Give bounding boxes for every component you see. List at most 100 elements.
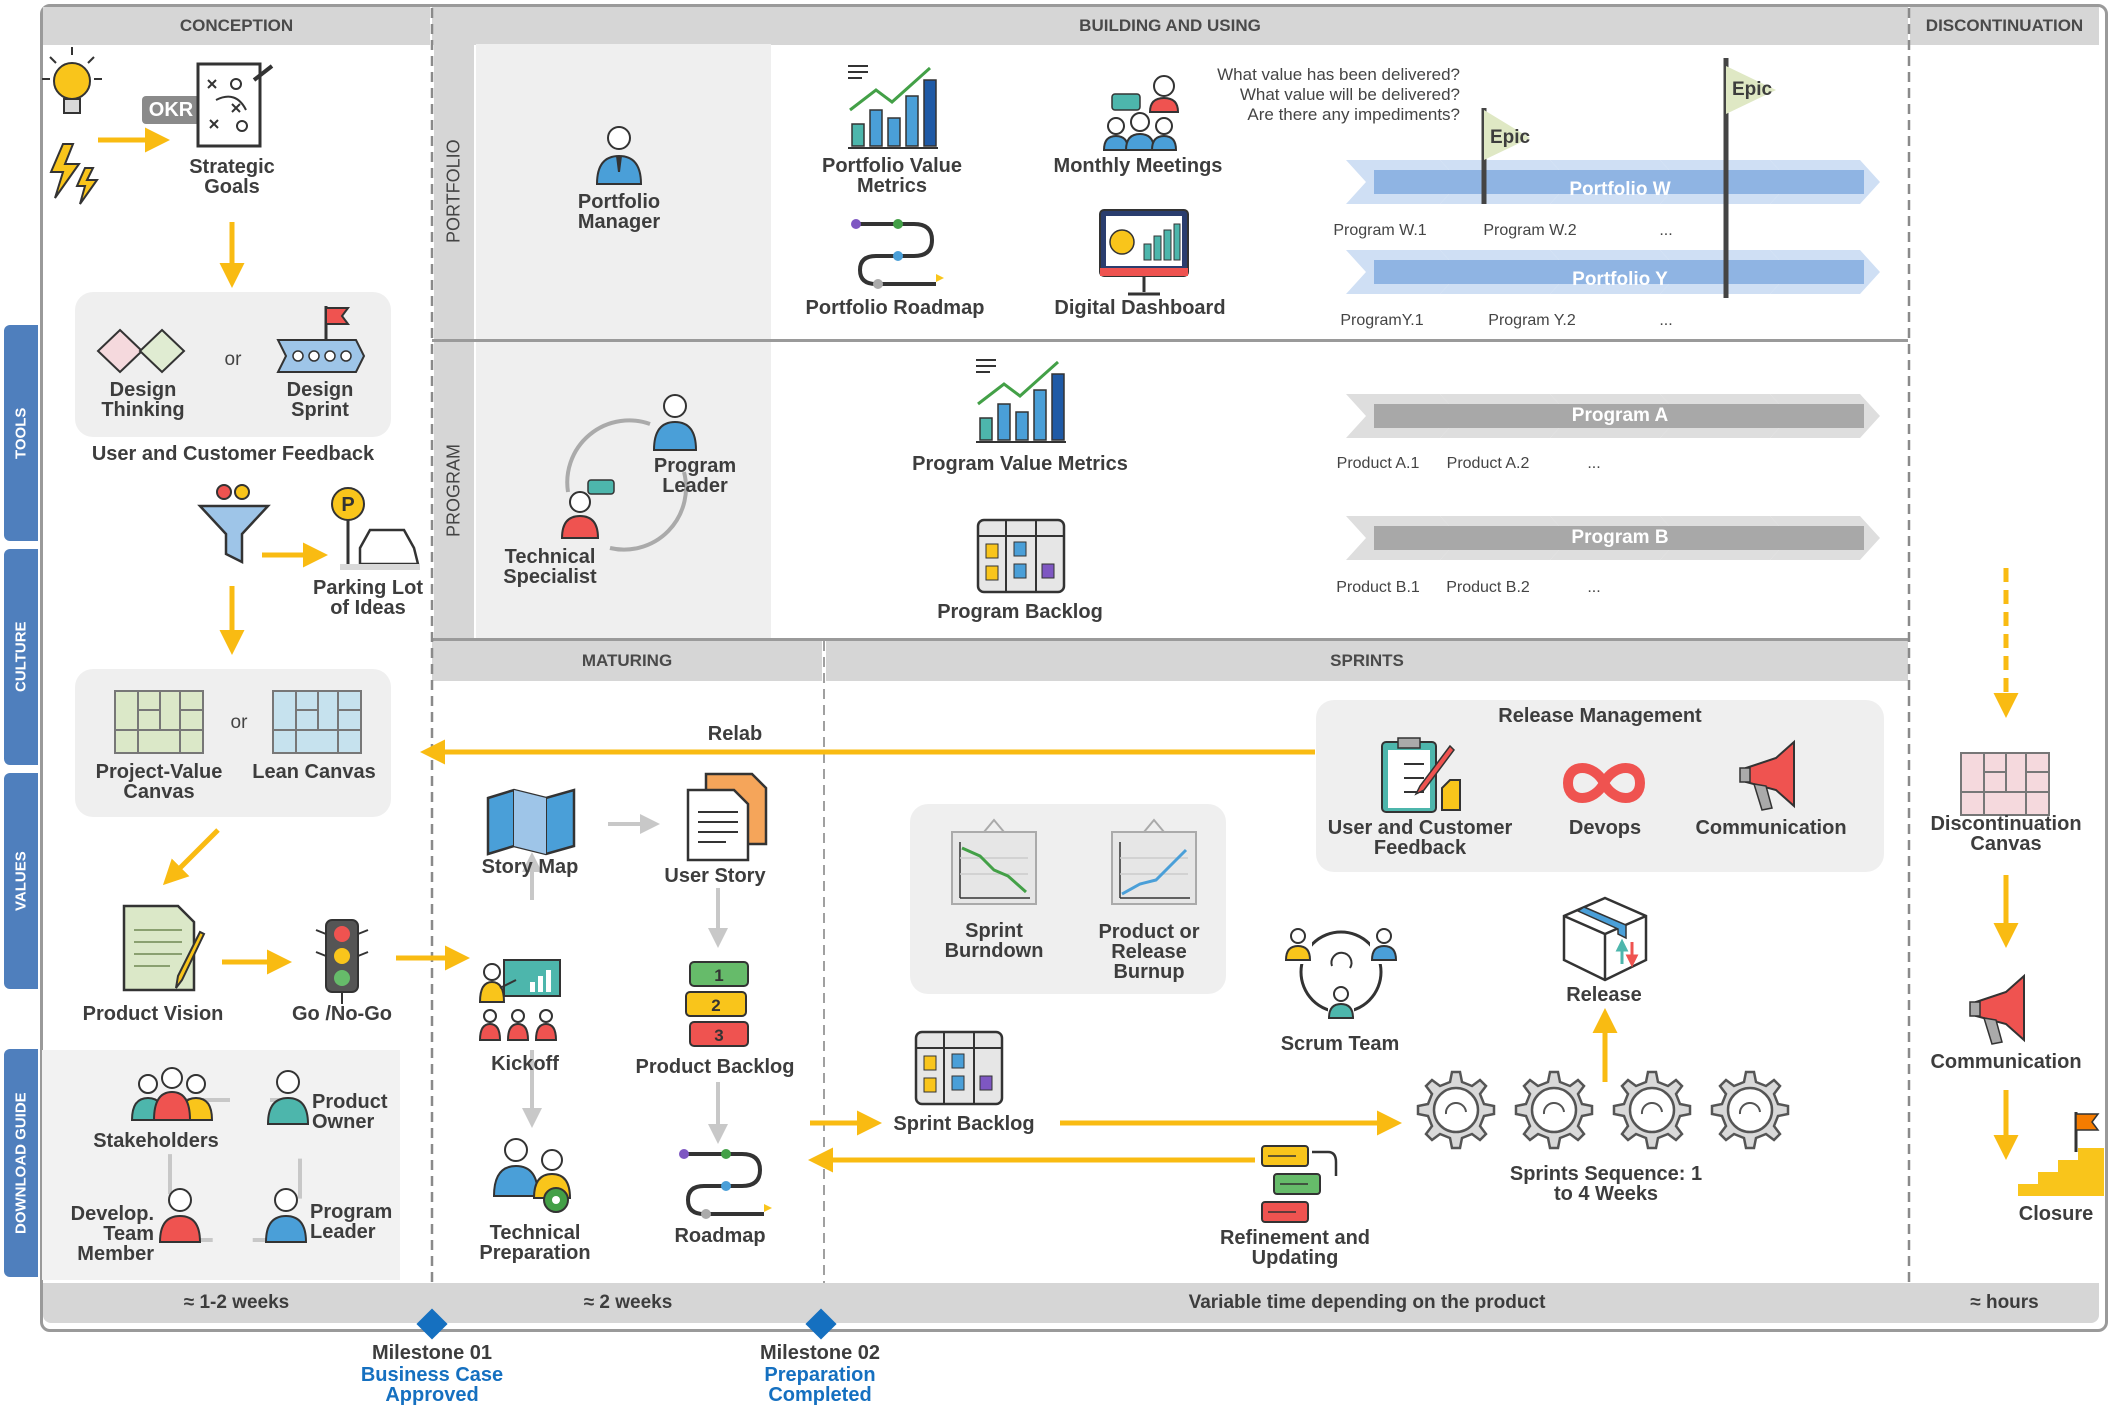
discontinuation-communication-label: Communication [1930,1051,2082,1073]
product-owner-icon [266,1070,310,1125]
or-label-2: or [230,712,248,733]
project-value-canvas-label: Project-Value Canvas [95,761,223,803]
product-owner-label: Product Owner [312,1091,388,1133]
lightning-icon [49,143,99,205]
kickoff-icon [478,959,561,1041]
or-label-1: or [224,349,242,370]
portfolio-value-metrics-label: Portfolio Value Metrics [821,155,963,197]
sprint-burndown-label: Sprint Burndown [944,920,1044,962]
story-map-label: Story Map [481,856,579,878]
digital-dashboard-icon [1099,209,1189,296]
sprint-backlog-label: Sprint Backlog [893,1113,1035,1135]
sprint-backlog-icon [914,1030,1004,1106]
technical-preparation-icon [492,1138,572,1213]
scrum-team-icon [1284,928,1398,1022]
product-vision-label: Product Vision [82,1003,224,1025]
rm-feedback-label: User and Customer Feedback [1327,817,1513,859]
story-map-icon [486,788,576,856]
program-a-item-3: ... [1587,455,1601,472]
product-backlog-icon: 1 2 3 [685,961,749,1047]
milestone-02-sub: Preparation Completed [764,1364,876,1406]
outer-frame [40,4,2108,1332]
epic-flag-1: Epic [1489,127,1531,148]
phase-header-conception: CONCEPTION [43,7,430,45]
portfolio-manager-icon [595,126,643,185]
backlog-item-1: 1 [714,966,723,985]
maturing-roadmap-icon [679,1149,772,1219]
user-story-label: User Story [664,865,766,887]
duration-maturing: ≈ 2 weeks [583,1292,673,1313]
traffic-light-icon [315,919,369,1004]
technical-specialist-label: Technical Specialist [503,546,597,588]
project-value-canvas-icon [114,690,204,754]
relab-label: Relab [707,723,763,745]
program-a-label[interactable]: Program A [1571,405,1669,426]
duration-conception: ≈ 1-2 weeks [183,1292,290,1313]
program-value-metrics-label: Program Value Metrics [912,453,1128,475]
portfolio-roadmap-label: Portfolio Roadmap [805,297,985,319]
stakeholders-label: Stakeholders [93,1130,219,1152]
product-vision-icon [122,904,206,992]
program-lanes [1346,394,1880,560]
portfolio-manager-label: Portfolio Manager [577,191,661,233]
portfolio-w-item-3: ... [1659,222,1673,239]
program-backlog-label: Program Backlog [937,601,1103,623]
technical-specialist-icon [560,479,615,539]
sprint-burndown-icon [951,818,1037,905]
portfolio-w-label[interactable]: Portfolio W [1569,179,1671,200]
sprints-sequence-icon [1416,1070,1790,1150]
release-burnup-label: Product or Release Burnup [1098,921,1200,983]
okr-badge: OKR [142,96,200,124]
release-box-icon [1562,896,1648,982]
program-b-label[interactable]: Program B [1571,527,1669,548]
discontinuation-canvas-label: Discontinuation Canvas [1930,813,2082,855]
design-sprint-label: Design Sprint [286,379,354,421]
portfolio-w-item-1: Program W.1 [1333,222,1427,239]
program-a-item-2: Product A.2 [1446,455,1530,472]
feedback-clipboard-icon [1381,737,1461,813]
milestone-02-title: Milestone 02 [759,1342,881,1364]
maturing-roadmap-label: Roadmap [674,1225,766,1247]
lean-canvas-icon [272,690,362,754]
devops-icon [1562,763,1646,803]
portfolio-y-label[interactable]: Portfolio Y [1572,269,1668,290]
scrum-team-label: Scrum Team [1280,1033,1400,1055]
meeting-question-2: What value will be delivered? [1239,85,1460,104]
program-b-item-1: Product B.1 [1336,579,1420,596]
closure-stairs-icon [2018,1112,2104,1196]
program-leader-icon-guide [264,1188,308,1243]
portfolio-lanes [1346,58,1880,298]
design-sprint-icon [276,306,366,373]
go-no-go-label: Go /No-Go [292,1003,392,1025]
program-leader-icon [652,394,698,451]
design-thinking-icon [96,328,186,374]
parking-letter: P [341,494,354,516]
monthly-meetings-icon [1102,75,1180,151]
program-b-item-2: Product B.2 [1446,579,1530,596]
duration-bar [43,1283,2099,1323]
design-thinking-label: Design Thinking [101,379,185,421]
release-burnup-icon [1111,818,1197,905]
roles-connector [168,1098,302,1242]
phase-header-building: BUILDING AND USING [432,7,1908,45]
refinement-label: Refinement and Updating [1219,1227,1371,1269]
program-a-item-1: Product A.1 [1336,455,1420,472]
duration-discontinuation: ≈ hours [1970,1292,2039,1313]
parking-lot-label: Parking Lot of Ideas [312,577,423,619]
portfolio-w-item-2: Program W.2 [1483,222,1577,239]
user-customer-feedback-label: User and Customer Feedback [91,443,375,465]
program-backlog-icon [976,518,1066,594]
milestone-01-title: Milestone 01 [371,1342,493,1364]
strategy-board-icon [196,62,274,148]
parking-icon: P [331,487,420,570]
discontinuation-canvas-icon [1960,752,2050,816]
release-management-label: Release Management [1498,705,1702,727]
program-value-metrics-icon [976,359,1066,443]
lean-canvas-label: Lean Canvas [252,761,376,783]
program-b-item-3: ... [1587,579,1601,596]
portfolio-y-item-3: ... [1659,312,1673,329]
kickoff-label: Kickoff [491,1053,559,1075]
row-divider-1 [432,339,1908,342]
sprints-sequence-label: Sprints Sequence: 1 to 4 Weeks [1509,1163,1703,1205]
